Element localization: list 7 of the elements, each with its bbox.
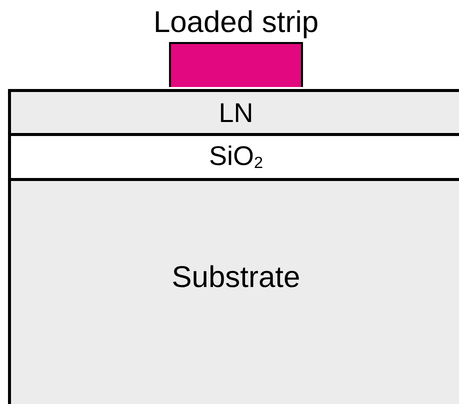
layer-label: LN (218, 98, 254, 128)
substrate-layer (8, 178, 459, 404)
ln-layer (8, 89, 459, 134)
strip-label: Loaded strip (153, 6, 319, 40)
oxide-layer (8, 133, 459, 181)
layer-label: SiO$_{2}$ (208, 140, 264, 174)
layer-label: Substrate (172, 261, 300, 295)
